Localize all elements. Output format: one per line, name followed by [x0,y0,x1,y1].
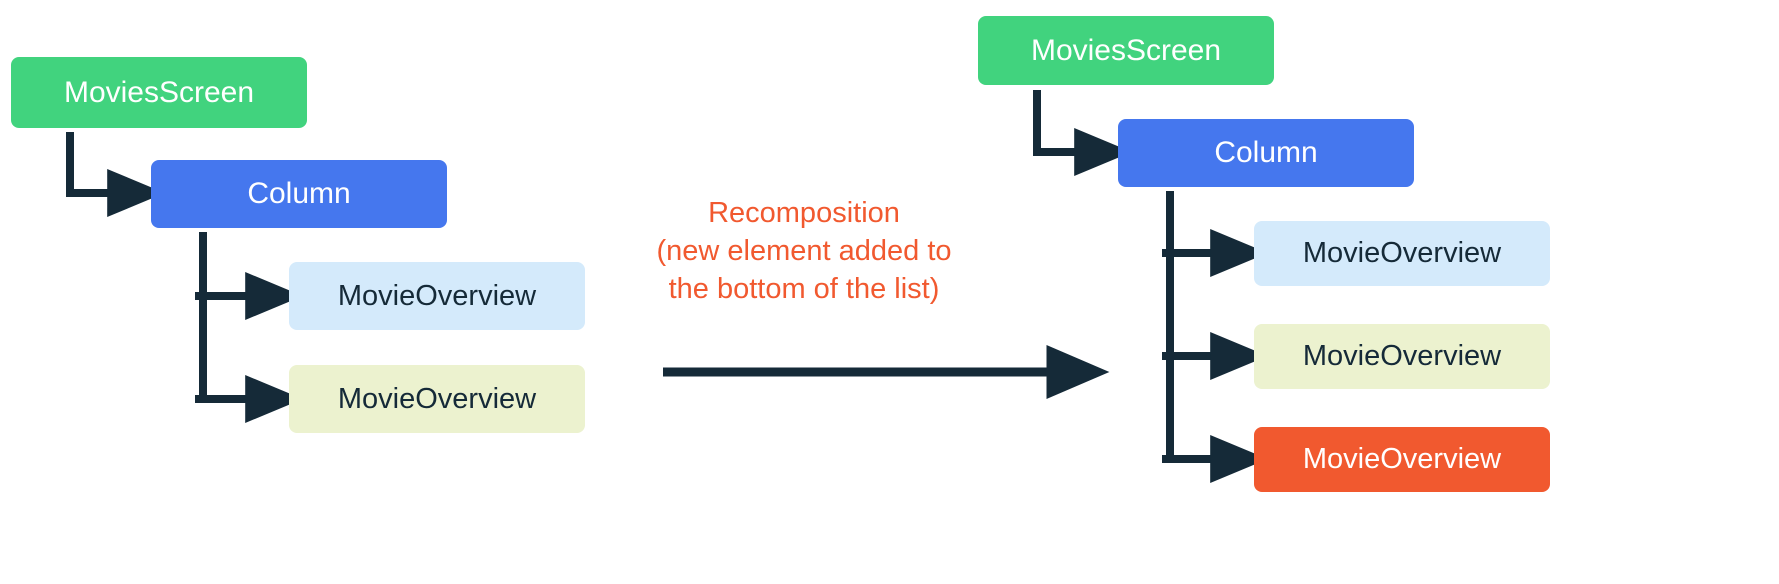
node-after-movie-overview-3[interactable]: MovieOverview [1254,427,1550,492]
node-label: MovieOverview [1302,237,1502,269]
edge-before-moviesscreen-to-column [66,132,165,217]
node-label: MoviesScreen [1030,33,1222,67]
node-after-movie-overview-1[interactable]: MovieOverview [1254,221,1550,286]
node-before-column[interactable]: Column [151,160,447,228]
edge-after-moviesscreen-to-column [1033,90,1132,176]
node-label: MovieOverview [1302,443,1502,475]
node-label: MovieOverview [337,279,537,312]
node-label: MoviesScreen [63,75,255,109]
recomposition-caption: Recomposition (new element added to the … [634,194,974,308]
node-label: MovieOverview [1302,340,1502,372]
node-label: Column [1214,136,1318,169]
node-before-movie-overview-2[interactable]: MovieOverview [289,365,585,433]
caption-line-2: (new element added to [656,235,952,267]
caption-line-3: the bottom of the list) [668,273,940,305]
node-label: MovieOverview [337,382,537,415]
node-after-movies-screen[interactable]: MoviesScreen [978,16,1274,85]
node-after-movie-overview-2[interactable]: MovieOverview [1254,324,1550,389]
node-before-movie-overview-1[interactable]: MovieOverview [289,262,585,330]
node-after-column[interactable]: Column [1118,119,1414,187]
caption-line-1: Recomposition [708,197,900,229]
node-before-movies-screen[interactable]: MoviesScreen [11,57,307,128]
node-label: Column [247,177,351,210]
